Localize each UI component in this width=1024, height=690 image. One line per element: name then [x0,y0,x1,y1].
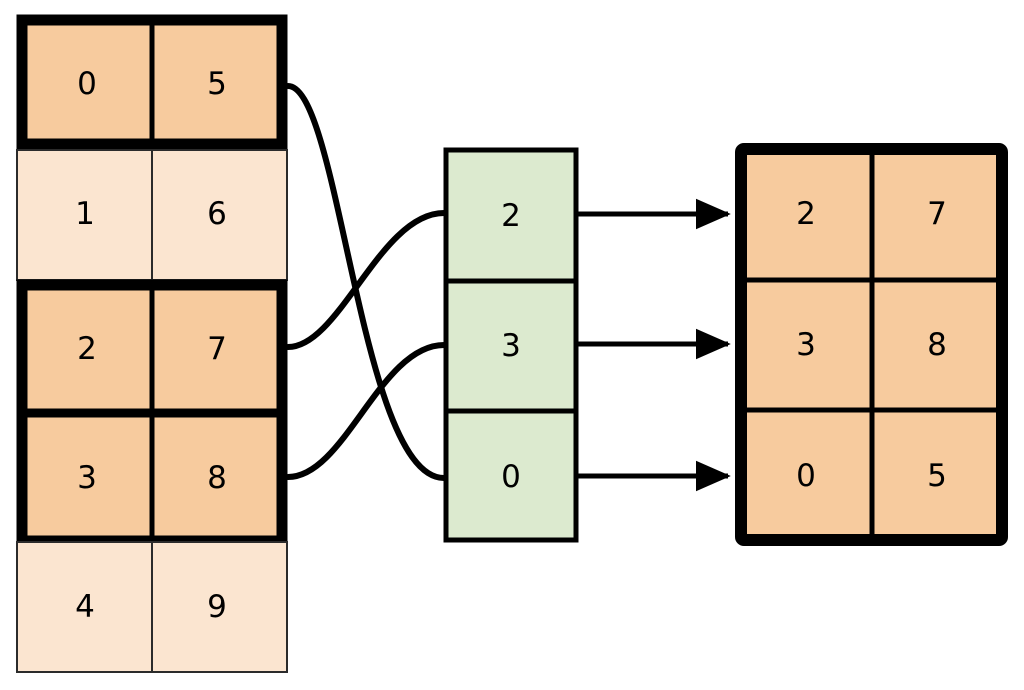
result-row-0[interactable]: 2 7 [796,196,947,232]
source-cell-2-0: 2 [77,331,97,367]
result-row-1[interactable]: 3 8 [796,327,947,363]
index-row-0[interactable]: 2 [501,198,521,234]
source-row-1[interactable]: 1 6 [16,149,288,281]
source-cell-1-1: 6 [207,196,227,232]
index-cell-2: 0 [501,459,521,495]
result-cell-1-1: 8 [927,327,947,363]
source-row-3[interactable]: 3 8 [77,460,227,496]
index-row-2[interactable]: 0 [501,459,521,495]
connector-source-row-2-to-index-row-0 [285,210,447,350]
index-cell-0: 2 [501,198,521,234]
result-array-table: 2 7 3 8 0 5 [735,143,1008,546]
result-cell-2-1: 5 [927,458,947,494]
index-cell-1: 3 [501,328,521,364]
source-array-table: 0 5 1 6 2 7 3 8 [16,14,288,673]
result-cell-1-0: 3 [796,327,816,363]
source-cell-1-0: 1 [75,196,95,232]
source-row-0[interactable]: 0 5 [16,14,288,150]
source-cell-3-1: 8 [207,460,227,496]
result-cell-0-1: 7 [927,196,947,232]
source-cell-0-0: 0 [77,66,97,102]
result-cell-2-0: 0 [796,458,816,494]
connector-curves [285,83,447,481]
source-cell-2-1: 7 [207,331,227,367]
source-cell-4-0: 4 [75,589,95,625]
result-cell-0-0: 2 [796,196,816,232]
index-row-1[interactable]: 3 [501,328,521,364]
output-arrows [578,198,731,492]
connector-source-row-0-to-index-row-2 [285,83,447,481]
source-cell-0-1: 5 [207,66,227,102]
index-array-table: 2 3 0 [443,147,579,543]
result-row-2[interactable]: 0 5 [796,458,947,494]
source-row-2[interactable]: 2 7 [77,331,227,367]
connector-source-row-3-to-index-row-1 [285,342,447,480]
source-cell-4-1: 9 [207,589,227,625]
source-row-4[interactable]: 4 9 [16,541,288,673]
source-rows-2-3-selected-block [16,279,288,547]
source-cell-3-0: 3 [77,460,97,496]
